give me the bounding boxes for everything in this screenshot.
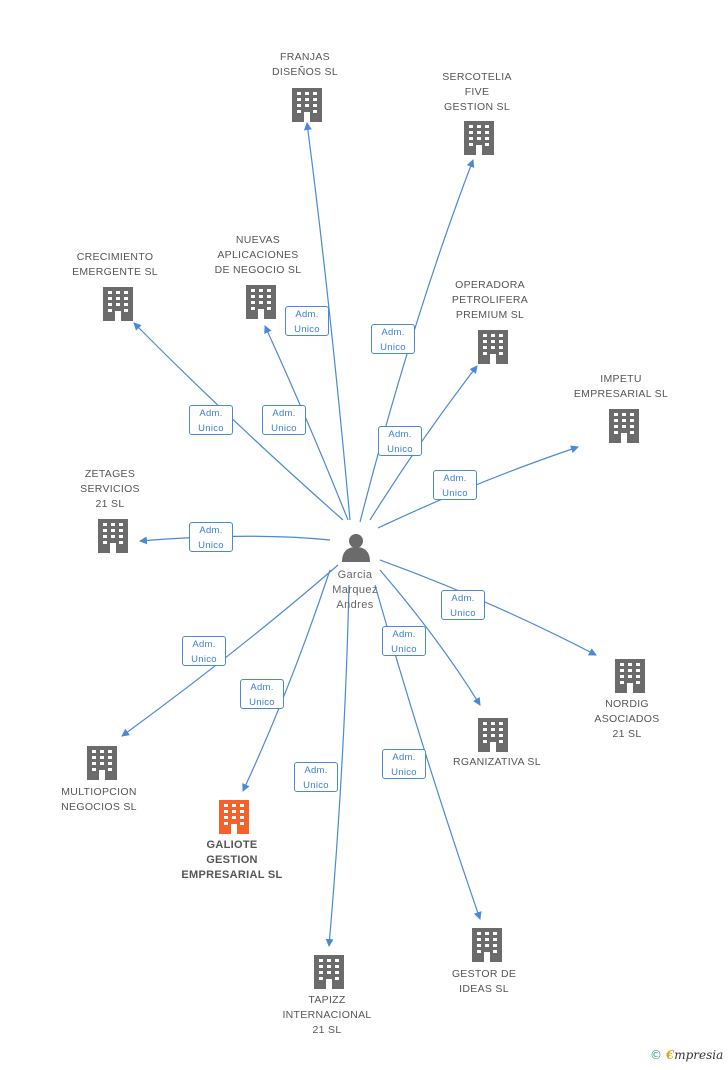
relation-label: Adm. Unico <box>433 470 477 500</box>
company-label-galiote[interactable]: GALIOTE GESTION EMPRESARIAL SL <box>181 839 283 881</box>
building-icon[interactable] <box>246 285 276 319</box>
company-label-zetages[interactable]: ZETAGES SERVICIOS 21 SL <box>80 468 140 510</box>
relation-label: Adm. Unico <box>382 749 426 779</box>
company-label-sercotelia[interactable]: SERCOTELIA FIVE GESTION SL <box>442 71 512 113</box>
edge-impetu <box>377 445 579 529</box>
building-icon[interactable] <box>464 121 494 155</box>
edge-franjas <box>303 122 351 521</box>
building-icon[interactable] <box>472 928 502 962</box>
building-icon[interactable] <box>87 746 117 780</box>
company-label-multiopcion[interactable]: MULTIOPCION NEGOCIOS SL <box>61 786 137 813</box>
company-label-nordig[interactable]: NORDIG ASOCIADOS 21 SL <box>594 698 660 740</box>
building-icon[interactable] <box>478 718 508 752</box>
relation-label: Adm. Unico <box>441 590 485 620</box>
edge-nuevas <box>264 325 349 521</box>
building-icon[interactable] <box>314 955 344 989</box>
person-icon <box>342 534 370 562</box>
relation-label: Adm. Unico <box>285 306 329 336</box>
edge-zetages <box>139 535 331 545</box>
edge-tapizz <box>325 584 350 947</box>
edge-nordig <box>379 559 597 656</box>
edge-multiopcion <box>121 564 339 737</box>
company-label-gestor[interactable]: GESTOR DE IDEAS SL <box>451 968 517 995</box>
company-label-organizativa[interactable]: RGANIZATIVA SL <box>453 756 541 768</box>
company-label-tapizz[interactable]: TAPIZZ INTERNACIONAL 21 SL <box>282 994 372 1036</box>
building-icon[interactable] <box>103 287 133 321</box>
relation-label: Adm. Unico <box>378 426 422 456</box>
company-label-impetu[interactable]: IMPETU EMPRESARIAL SL <box>573 373 669 400</box>
relation-label: Adm. Unico <box>182 636 226 666</box>
company-label-crecimiento[interactable]: CRECIMIENTO EMERGENTE SL <box>72 251 158 278</box>
building-icon[interactable] <box>615 659 645 693</box>
company-label-operadora[interactable]: OPERADORA PETROLIFERA PREMIUM SL <box>451 279 529 321</box>
building-icon[interactable] <box>219 800 249 834</box>
building-icon[interactable] <box>292 88 322 122</box>
company-label-franjas[interactable]: FRANJAS DISEÑOS SL <box>271 51 339 78</box>
building-icon[interactable] <box>478 330 508 364</box>
relation-label: Adm. Unico <box>371 324 415 354</box>
relation-label: Adm. Unico <box>382 626 426 656</box>
relation-label: Adm. Unico <box>240 679 284 709</box>
relation-label: Adm. Unico <box>189 405 233 435</box>
relation-label: Adm. Unico <box>262 405 306 435</box>
edge-crecimiento <box>133 322 344 521</box>
brand-logo: © €mpresia <box>650 1048 724 1062</box>
building-icon[interactable] <box>98 519 128 553</box>
center-person-name[interactable]: Garcia Marquez Andres <box>332 569 378 611</box>
edge-galiote <box>242 569 331 792</box>
building-icon[interactable] <box>609 409 639 443</box>
relation-label: Adm. Unico <box>294 762 338 792</box>
company-label-nuevas[interactable]: NUEVAS APLICACIONES DE NEGOCIO SL <box>214 234 302 276</box>
edge-organizativa <box>379 569 481 706</box>
relation-label: Adm. Unico <box>189 522 233 552</box>
